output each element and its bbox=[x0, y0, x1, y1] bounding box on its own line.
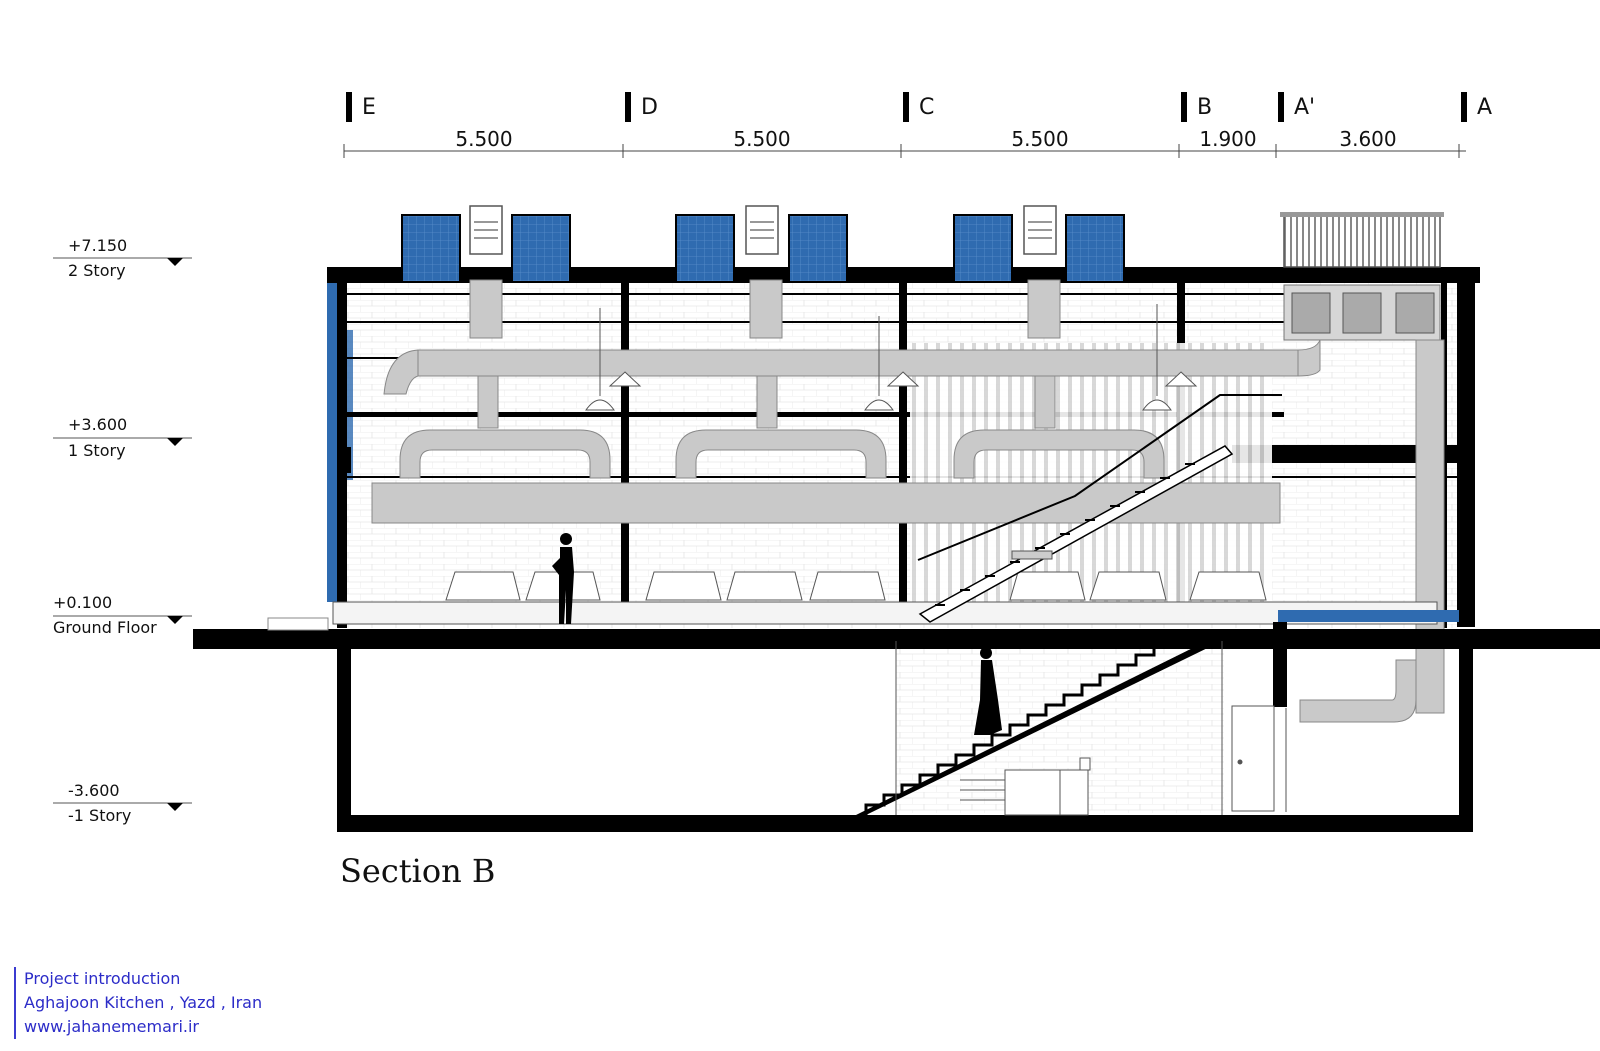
dimension-c-b: 5.500 bbox=[1011, 127, 1068, 151]
basement-floor-slab bbox=[337, 815, 1473, 832]
stair-handrail bbox=[917, 394, 1282, 561]
level-name: Ground Floor bbox=[53, 618, 157, 637]
column-d bbox=[621, 283, 629, 623]
level-elevation: +0.100 bbox=[53, 593, 112, 612]
grid-label-c: C bbox=[919, 95, 934, 120]
human-figures bbox=[552, 533, 1002, 735]
mezzanine-slab bbox=[1232, 445, 1457, 463]
counter-hood bbox=[1009, 571, 1086, 601]
kitchen-counters bbox=[332, 571, 1438, 625]
column-c bbox=[899, 283, 907, 603]
dimension-d-c: 5.500 bbox=[733, 127, 790, 151]
grid-marker-e bbox=[346, 92, 352, 122]
counter-hood bbox=[645, 571, 722, 601]
level-marker-2-story: +7.150 2 Story bbox=[53, 236, 192, 280]
grid-marker-d bbox=[625, 92, 631, 122]
duct-loop bbox=[953, 429, 1165, 479]
solar-panel bbox=[401, 214, 461, 283]
pendant-lamp bbox=[585, 399, 615, 411]
solar-panel bbox=[511, 214, 571, 283]
grid-marker-a bbox=[1461, 92, 1467, 122]
roof-slab bbox=[327, 267, 1480, 283]
ac-unit bbox=[1291, 292, 1331, 334]
dimension-b-a-prime: 1.900 bbox=[1199, 127, 1256, 151]
level-elevation: +3.600 bbox=[68, 415, 127, 434]
pendant-lamp bbox=[864, 399, 894, 411]
roof-grille bbox=[1283, 213, 1441, 268]
grid-label-e: E bbox=[362, 95, 376, 120]
ac-unit bbox=[1342, 292, 1382, 334]
first-floor-line bbox=[342, 412, 1284, 417]
solar-panel bbox=[1065, 214, 1125, 283]
counter-hood bbox=[445, 571, 521, 601]
column-e bbox=[337, 283, 347, 628]
grid-marker-c bbox=[903, 92, 909, 122]
grid-marker-a-prime bbox=[1278, 92, 1284, 122]
level-elevation: +7.150 bbox=[68, 236, 127, 255]
grid-label-b: B bbox=[1197, 95, 1212, 120]
roof-skylights bbox=[401, 205, 1444, 341]
credits-project-intro: Project introduction bbox=[24, 969, 181, 988]
solar-panel bbox=[953, 214, 1013, 283]
duct-loop bbox=[675, 429, 887, 479]
credits-block: Project introduction Aghajoon Kitchen , … bbox=[14, 967, 262, 1039]
level-name: 1 Story bbox=[68, 441, 126, 460]
basement-door bbox=[1231, 705, 1275, 812]
counter-hood bbox=[1189, 571, 1267, 601]
level-name: 2 Story bbox=[68, 261, 126, 280]
ac-unit bbox=[1395, 292, 1435, 334]
duct-main bbox=[417, 349, 1299, 377]
credits-website: www.jahanememari.ir bbox=[24, 1017, 200, 1036]
grid-label-a-prime: A' bbox=[1294, 95, 1315, 120]
person-basement bbox=[974, 647, 1002, 735]
person-ground-floor bbox=[552, 533, 574, 624]
grid-label-a: A bbox=[1477, 95, 1492, 120]
level-markers: +7.150 2 Story +3.600 1 Story +0.100 Gro… bbox=[53, 236, 192, 825]
duct-vertical bbox=[749, 279, 783, 339]
solar-panel bbox=[675, 214, 735, 283]
level-marker-1-story: +3.600 1 Story bbox=[53, 415, 192, 460]
basement-fittings bbox=[960, 705, 1287, 816]
basement-wall-right bbox=[1459, 641, 1473, 832]
right-glazing-strip bbox=[1278, 610, 1459, 622]
section-title: Section B bbox=[340, 852, 496, 890]
right-wall-upper bbox=[1457, 267, 1475, 627]
building-section bbox=[193, 205, 1600, 832]
basement-stair bbox=[856, 632, 1228, 815]
counter-hood bbox=[809, 571, 886, 601]
grid-axis-group: E D C B A' A 5.500 5.500 5.500 1.900 3.6… bbox=[343, 92, 1492, 158]
counter-hood bbox=[726, 571, 803, 601]
hvac-ducts bbox=[371, 279, 1445, 723]
grid-label-d: D bbox=[641, 95, 658, 120]
grid-marker-b bbox=[1181, 92, 1187, 122]
dimension-e-d: 5.500 bbox=[455, 127, 512, 151]
level-name: -1 Story bbox=[68, 806, 131, 825]
dimension-a-prime-a: 3.600 bbox=[1339, 127, 1396, 151]
left-glazing bbox=[327, 282, 338, 602]
upper-stair bbox=[917, 394, 1282, 623]
level-elevation: -3.600 bbox=[68, 781, 120, 800]
level-marker-minus-1-story: -3.600 -1 Story bbox=[53, 781, 192, 825]
duct-vertical bbox=[469, 279, 503, 339]
duct-vertical bbox=[1027, 279, 1061, 339]
pendant-lights bbox=[585, 304, 1198, 411]
basement-wall-left bbox=[337, 641, 351, 832]
pendant-lamp bbox=[1142, 399, 1172, 411]
credits-project-name: Aghajoon Kitchen , Yazd , Iran bbox=[24, 993, 263, 1012]
duct-loop bbox=[399, 429, 611, 479]
level-marker-ground-floor: +0.100 Ground Floor bbox=[53, 593, 192, 637]
counter-hood bbox=[1089, 571, 1167, 601]
solar-panel bbox=[788, 214, 848, 283]
ground-floor-slab bbox=[193, 629, 1600, 649]
